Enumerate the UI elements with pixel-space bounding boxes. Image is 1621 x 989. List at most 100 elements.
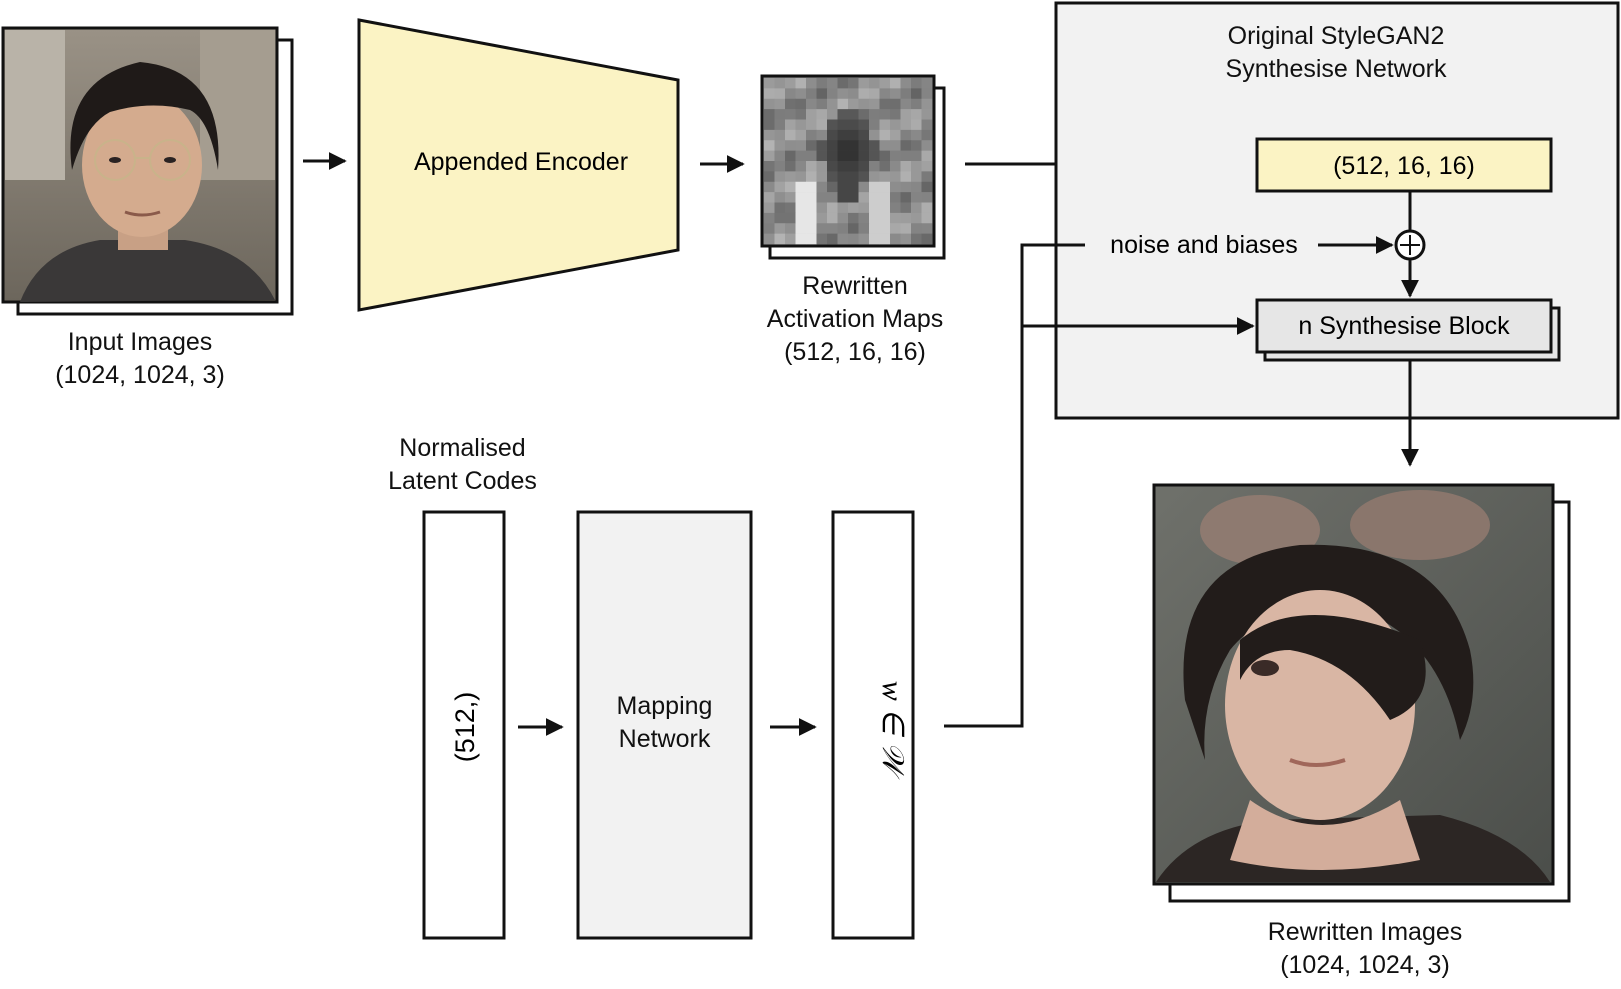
- activation-pixel: [795, 223, 807, 234]
- activation-pixel: [816, 129, 828, 141]
- activation-pixel: [827, 161, 838, 172]
- activation-pixel: [785, 109, 796, 120]
- activation-pixel: [827, 233, 838, 245]
- activation-pixel: [890, 88, 901, 100]
- activation-pixel: [890, 129, 901, 141]
- activation-pixel: [827, 223, 838, 234]
- activation-pixel: [816, 233, 828, 245]
- activation-pixel: [900, 119, 912, 131]
- activation-pixel: [858, 212, 870, 224]
- activation-pixel: [795, 119, 807, 131]
- activation-pixel: [858, 78, 870, 89]
- activation-pixel: [890, 150, 901, 162]
- activation-pixel: [837, 88, 849, 100]
- synthesis-block: [1255, 298, 1553, 354]
- activation-pixel: [816, 119, 828, 131]
- activation-pixel: [764, 212, 775, 224]
- activation-pixel: [827, 212, 838, 224]
- activation-pixel: [890, 109, 901, 120]
- activation-pixel: [795, 140, 807, 151]
- activation-pixel: [827, 98, 838, 110]
- activation-pixel: [785, 223, 796, 234]
- activation-pixel: [806, 119, 817, 131]
- activation-pixel: [774, 161, 786, 172]
- activation-pixel: [816, 223, 828, 234]
- activation-pixel: [774, 109, 786, 120]
- activation-pixel: [827, 88, 838, 100]
- activation-pixel: [837, 202, 849, 214]
- activation-pixel: [869, 202, 880, 214]
- activation-pixel: [921, 202, 933, 214]
- activation-pixel: [795, 202, 807, 214]
- activation-pixel: [806, 109, 817, 120]
- activation-pixel: [848, 212, 859, 224]
- activation-pixel: [879, 202, 891, 214]
- activation-pixel: [827, 171, 838, 183]
- activation-maps-line3: (512, 16, 16): [784, 338, 926, 366]
- latent-vector-box: [422, 510, 506, 940]
- activation-pixel: [921, 119, 933, 131]
- activation-maps-line2: Activation Maps: [766, 305, 944, 333]
- activation-pixel: [848, 129, 859, 141]
- activation-pixel: [795, 212, 807, 224]
- activation-maps-caption: Rewritten Activation Maps (512, 16, 16): [740, 270, 970, 369]
- activation-pixel: [816, 212, 828, 224]
- activation-pixel: [837, 150, 849, 162]
- activation-pixel: [890, 119, 901, 131]
- activation-pixel: [858, 129, 870, 141]
- activation-pixel: [858, 202, 870, 214]
- activation-pixel: [785, 202, 796, 214]
- activation-pixel: [837, 212, 849, 224]
- activation-pixel: [858, 192, 870, 203]
- activation-pixel: [879, 212, 891, 224]
- activation-pixel: [890, 181, 901, 193]
- output-caption-line2: (1024, 1024, 3): [1280, 951, 1450, 979]
- encoder-label: Appended Encoder: [414, 148, 628, 176]
- activation-pixel: [816, 98, 828, 110]
- activation-pixel: [921, 140, 933, 151]
- activation-pixel: [827, 181, 838, 193]
- activation-pixel: [921, 98, 933, 110]
- activation-pixel: [848, 109, 859, 120]
- activation-pixel: [764, 119, 775, 131]
- activation-pixel: [764, 171, 775, 183]
- activation-pixel: [785, 171, 796, 183]
- activation-pixel: [858, 161, 870, 172]
- activation-pixel: [900, 88, 912, 100]
- activation-pixel: [879, 98, 891, 110]
- activation-pixel: [879, 192, 891, 203]
- activation-pixel: [900, 98, 912, 110]
- activation-pixel: [816, 88, 828, 100]
- activation-pixel: [785, 233, 796, 245]
- activation-pixel: [795, 88, 807, 100]
- activation-pixel: [858, 109, 870, 120]
- activation-pixel: [774, 212, 786, 224]
- activation-pixel: [827, 150, 838, 162]
- activation-pixel: [921, 150, 933, 162]
- activation-pixel: [869, 140, 880, 151]
- activation-pixel: [911, 119, 922, 131]
- activation-pixel: [900, 140, 912, 151]
- add-operator-icon: [1394, 229, 1426, 261]
- mapping-network-box: [576, 510, 753, 940]
- activation-pixel: [816, 150, 828, 162]
- activation-pixel: [921, 212, 933, 224]
- activation-pixel: [921, 181, 933, 193]
- activation-pixel: [806, 202, 817, 214]
- mapping-label-line2: Network: [618, 725, 711, 753]
- activation-pixel: [764, 129, 775, 141]
- activation-pixel: [879, 109, 891, 120]
- w-label: w ∈ 𝒲: [876, 681, 909, 780]
- activation-pixel: [816, 202, 828, 214]
- activation-pixel: [869, 192, 880, 203]
- activation-pixel: [774, 171, 786, 183]
- activation-pixel: [848, 119, 859, 131]
- activation-pixel: [764, 192, 775, 203]
- activation-pixel: [900, 212, 912, 224]
- activation-maps-line1: Rewritten: [802, 272, 908, 300]
- activation-pixel: [774, 192, 786, 203]
- activation-pixel: [869, 181, 880, 193]
- activation-pixel: [837, 140, 849, 151]
- activation-pixel: [911, 98, 922, 110]
